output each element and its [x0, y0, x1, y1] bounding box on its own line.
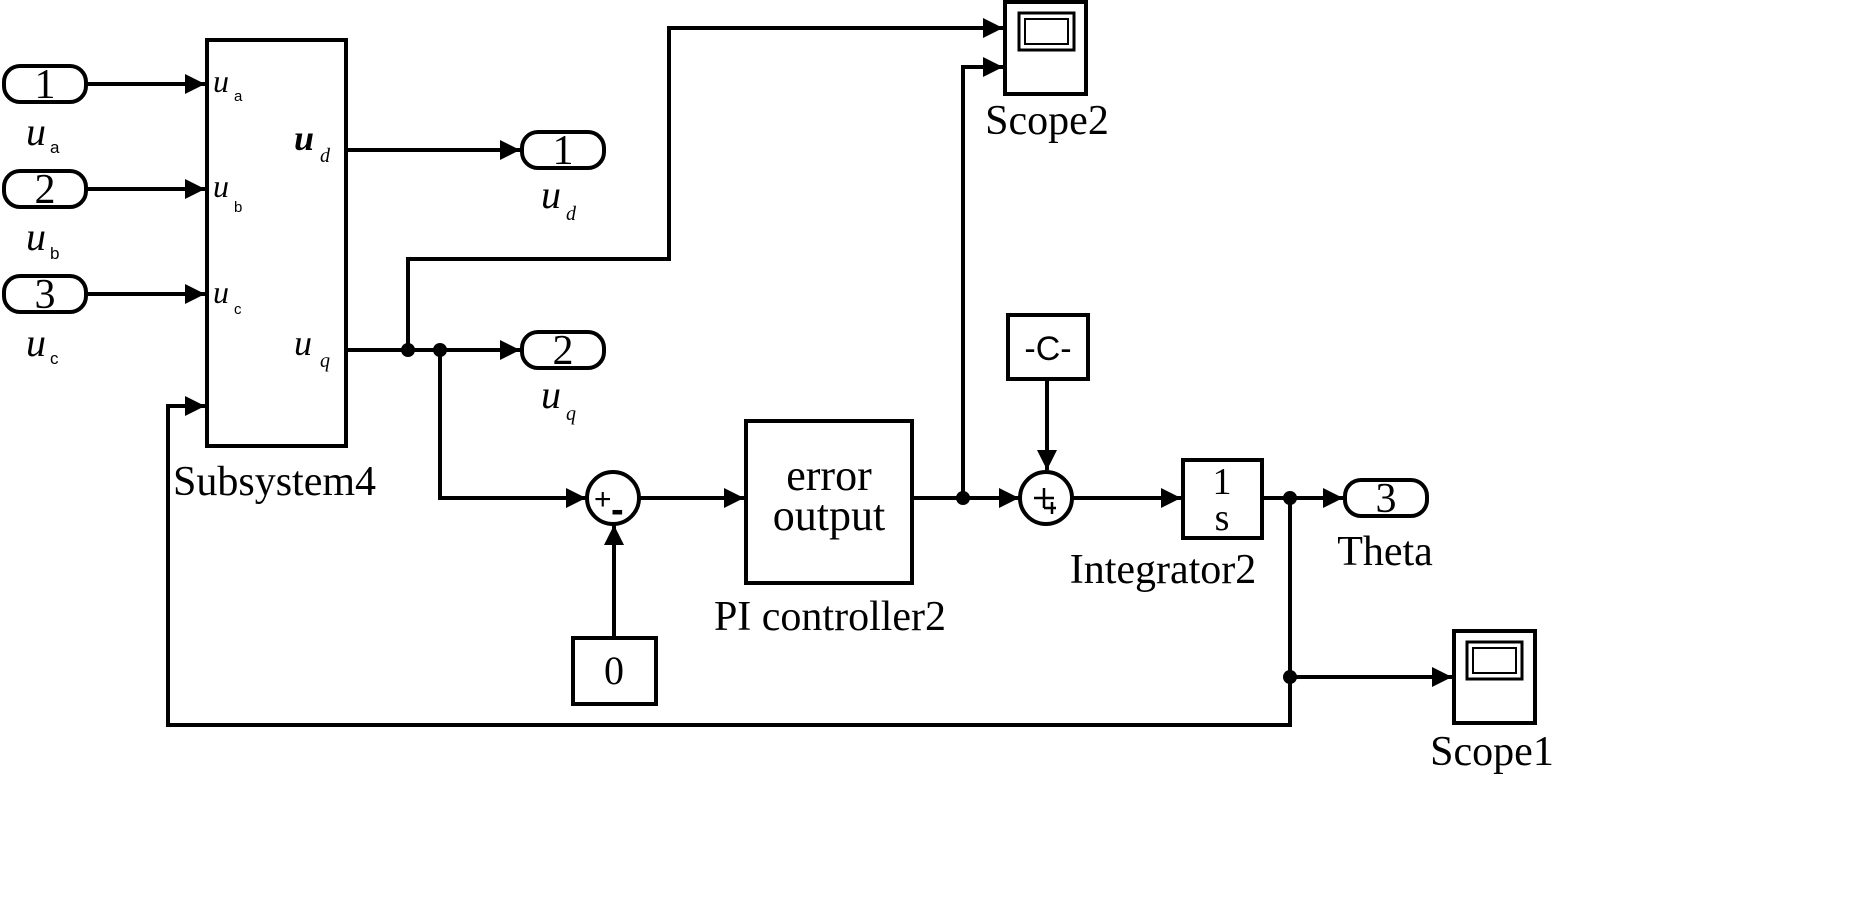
svg-text:a: a — [50, 138, 60, 157]
sum-block-error[interactable]: + - — [585, 470, 641, 531]
constant-c-value: -C- — [1024, 330, 1071, 368]
outport-2[interactable]: 2 — [520, 328, 606, 374]
constant-zero-value: 0 — [604, 648, 624, 693]
subsystem-in-ub-sym: u — [213, 168, 229, 204]
pi-controller-line1: error — [786, 451, 872, 500]
sum-block-theta-plus-icon — [1034, 488, 1056, 514]
scope1-label: Scope1 — [1430, 729, 1554, 775]
svg-text:c: c — [50, 349, 59, 368]
junctions — [401, 343, 1297, 684]
sum-block-error-minus: - — [611, 489, 624, 531]
wire-theta-feedback — [166, 396, 1292, 727]
inport-3[interactable]: 3 — [2, 272, 88, 318]
junction-uq-a — [401, 343, 415, 357]
outport-3-label: Theta — [1337, 529, 1433, 575]
svg-text:u: u — [26, 320, 46, 365]
outport-1-label: u d — [541, 172, 577, 225]
subsystem-label: Subsystem4 — [173, 459, 376, 505]
inport-2[interactable]: 2 — [2, 167, 88, 213]
subsystem-out-ud-sub: d — [320, 145, 331, 167]
wire-theta-to-scope1 — [1288, 498, 1452, 687]
subsystem-out-ud-sym: u — [294, 118, 314, 158]
inport-1[interactable]: 1 — [2, 62, 88, 108]
subsystem-in-uc-sub: c — [234, 301, 242, 318]
junction-uq-b — [433, 343, 447, 357]
integrator-numerator: 1 — [1213, 461, 1232, 503]
integrator-denominator: s — [1215, 497, 1230, 539]
scope2-label: Scope2 — [985, 98, 1109, 144]
svg-text:u: u — [541, 372, 561, 417]
svg-text:u: u — [26, 109, 46, 154]
pi-controller-line2: output — [773, 491, 885, 540]
outport-2-label: u q — [541, 372, 576, 425]
outport-1-number: 1 — [553, 128, 574, 174]
pi-controller-block[interactable]: error output — [744, 419, 914, 585]
outport-3-number: 3 — [1376, 476, 1397, 522]
wire-uq-to-scope2 — [406, 18, 1003, 350]
outport-1[interactable]: 1 — [520, 128, 606, 174]
integrator-label: Integrator2 — [1070, 547, 1257, 593]
outport-2-number: 2 — [553, 328, 574, 374]
sum-block-error-plus: + — [594, 483, 612, 516]
subsystem-in-uc-sym: u — [213, 274, 229, 310]
pi-controller-label: PI controller2 — [714, 594, 946, 640]
subsystem-in-ub-sub: b — [234, 199, 242, 216]
inport-2-number: 2 — [35, 167, 56, 213]
inport-3-label: u c — [26, 320, 59, 368]
wire-pi-to-scope2 — [961, 57, 1003, 498]
subsystem-in-ua-sub: a — [234, 88, 243, 105]
outport-3[interactable]: 3 — [1343, 476, 1429, 522]
junction-theta — [1283, 491, 1297, 505]
inport-1-label: u a — [26, 109, 60, 157]
svg-text:u: u — [541, 172, 561, 217]
constant-zero-block[interactable]: 0 — [571, 636, 658, 706]
svg-text:b: b — [50, 244, 59, 263]
sum-block-theta[interactable] — [1018, 470, 1074, 526]
constant-c-block[interactable]: -C- — [1006, 313, 1090, 381]
svg-text:d: d — [566, 203, 577, 225]
inport-2-label: u b — [26, 214, 59, 263]
subsystem-out-uq-sym: u — [294, 323, 312, 363]
junction-pi-out — [956, 491, 970, 505]
svg-text:u: u — [26, 214, 46, 259]
subsystem-block[interactable]: u a u b u c u d u q — [205, 38, 348, 448]
inport-3-number: 3 — [35, 272, 56, 318]
svg-text:q: q — [566, 403, 576, 425]
scope2-block[interactable] — [1003, 0, 1088, 96]
junction-theta-feedback — [1283, 670, 1297, 684]
subsystem-out-uq-sub: q — [320, 350, 330, 372]
inport-1-number: 1 — [35, 62, 56, 108]
wire-uq-to-sum — [438, 350, 586, 508]
subsystem-in-ua-sym: u — [213, 63, 229, 99]
scope1-block[interactable] — [1452, 629, 1537, 725]
integrator-block[interactable]: 1 s — [1181, 458, 1264, 540]
